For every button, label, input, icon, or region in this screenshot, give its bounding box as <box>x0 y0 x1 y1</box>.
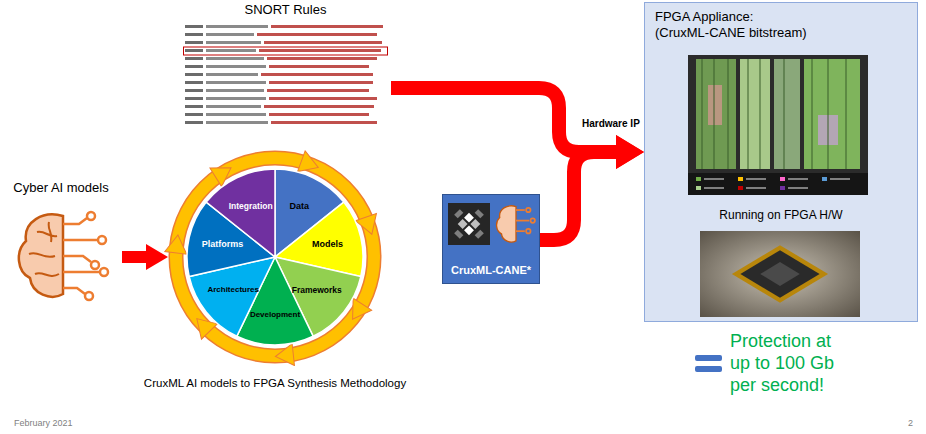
arrow-head <box>616 135 644 169</box>
wheel-segment: Platforms <box>202 239 244 250</box>
hardware-caption: Running on FPGA H/W <box>655 207 907 223</box>
group-label: Cyber AI models <box>2 180 120 196</box>
fpga-appliance-box: FPGA Appliance:(CruxML-CANE bitstream) Ru… <box>644 2 918 322</box>
ip-core-icons <box>448 203 536 259</box>
wheel-segment: Data <box>290 201 310 212</box>
segment-label: Development <box>250 310 300 320</box>
fpga-floorplan <box>688 55 868 195</box>
ip-core-box: CruxML-CANE* <box>442 194 540 284</box>
arrow-shaft <box>540 152 618 240</box>
ai-model-group: Cyber AI models <box>2 180 120 308</box>
wheel-segment: Integration <box>229 201 273 212</box>
arrow-shaft <box>122 251 148 263</box>
wheel-segment: Architectures <box>207 285 259 295</box>
page-number: 2 <box>908 418 913 428</box>
segment-label: Models <box>312 239 343 250</box>
ip-core-label: CruxML-CANE* <box>447 264 535 277</box>
arrow-connector <box>540 135 644 240</box>
throughput-callout: Protection at up to 100 Gb per second! <box>730 330 852 396</box>
segment-label: Integration <box>229 201 273 212</box>
wheel-illustration <box>135 148 415 366</box>
fpga-chip-photo <box>700 231 860 317</box>
panel-heading: SNORT Rules <box>180 2 391 18</box>
wheel-segment: Models <box>312 239 343 250</box>
brain-icon <box>13 208 113 303</box>
rules-panel: SNORT Rules <box>180 2 391 130</box>
segment-label: Data <box>290 201 310 212</box>
segment-label: Frameworks <box>292 285 342 296</box>
appliance-subheading: (CruxML-CANE bitstream) <box>655 25 907 41</box>
equals-bar <box>695 366 722 372</box>
arrow-label: Hardware IP <box>582 118 640 129</box>
wheel-segment: Frameworks <box>292 285 342 296</box>
methodology-wheel: CruxML AI models to FPGA Synthesis Metho… <box>132 148 418 390</box>
arrow-head <box>616 135 644 169</box>
arrow-head <box>146 244 168 270</box>
segment-label: Platforms <box>202 239 244 250</box>
rules-screenshot <box>183 22 388 130</box>
equals-bar <box>695 355 722 361</box>
date-footer: February 2021 <box>14 418 73 428</box>
arrow-connector <box>122 244 168 270</box>
wheel-caption: CruxML AI models to FPGA Synthesis Metho… <box>132 376 418 390</box>
segment-label: Architectures <box>207 285 259 295</box>
appliance-heading: FPGA Appliance: <box>655 9 907 25</box>
wheel-segment: Development <box>250 310 300 320</box>
